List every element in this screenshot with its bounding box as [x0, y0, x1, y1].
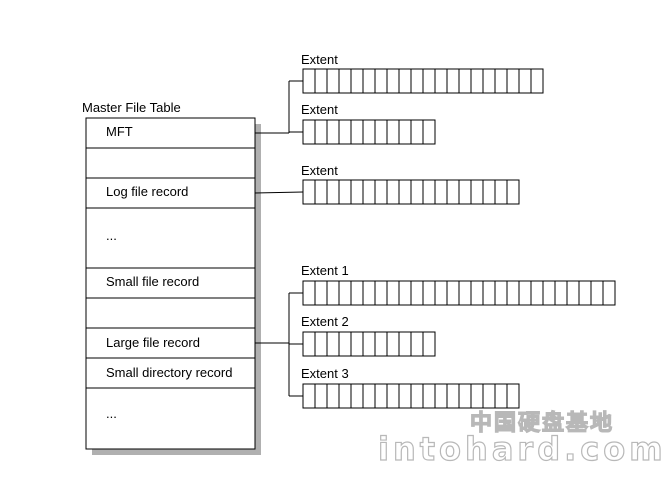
- watermark-chinese: 中国硬盘基地: [470, 410, 614, 436]
- extent-label: Extent: [301, 163, 338, 178]
- mft-table: [85, 117, 256, 450]
- extent-bar: [302, 119, 436, 145]
- extent-label: Extent: [301, 102, 338, 117]
- mft-row-dividers: [86, 147, 255, 389]
- extent-1-label: Extent 1: [301, 263, 349, 278]
- mft-row-small-file-record: Small file record: [106, 274, 199, 289]
- mft-row-large-file-record: Large file record: [106, 335, 200, 350]
- mft-row-ellipsis: ...: [106, 228, 117, 243]
- extent-bar: [302, 383, 520, 409]
- extent-bar: [302, 331, 436, 357]
- extent-3-label: Extent 3: [301, 366, 349, 381]
- extent-bar: [302, 179, 520, 205]
- mft-row-mft: MFT: [106, 124, 133, 139]
- extent-label: Extent: [301, 52, 338, 67]
- mft-rows: MFT Log file record ... Small file recor…: [106, 124, 232, 421]
- mft-row-ellipsis: ...: [106, 406, 117, 421]
- watermark-domain: intohard.com: [378, 430, 662, 468]
- extent-bar: [302, 68, 544, 94]
- mft-title: Master File Table: [82, 100, 181, 115]
- mft-row-log-file-record: Log file record: [106, 184, 188, 199]
- extent-bar-outline: [302, 331, 436, 357]
- extent-bar-outline: [302, 119, 436, 145]
- extent-bar: [302, 280, 616, 306]
- extent-2-label: Extent 2: [301, 314, 349, 329]
- connector-line: [254, 191, 304, 194]
- connectors: [254, 80, 304, 397]
- mft-row-small-directory-record: Small directory record: [106, 365, 232, 380]
- extent-bars: [302, 68, 616, 409]
